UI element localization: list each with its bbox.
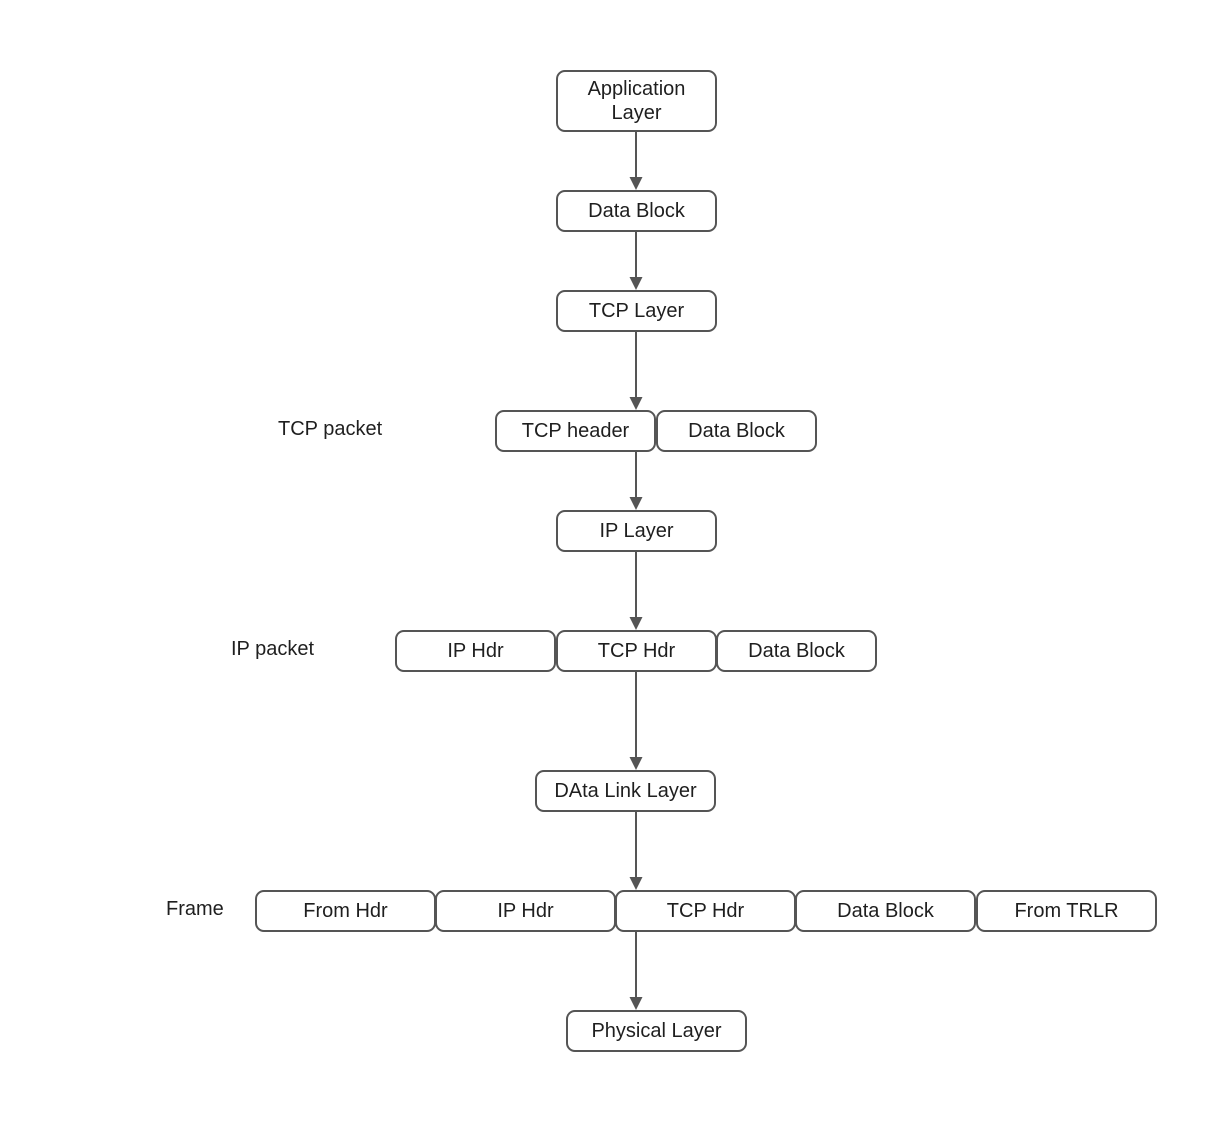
node-tcp-layer[interactable]: TCP Layer bbox=[556, 290, 717, 332]
node-data-link-layer[interactable]: DAta Link Layer bbox=[535, 770, 716, 812]
frame-to-physical-layer-head bbox=[629, 997, 643, 1010]
node-data-block-1[interactable]: Data Block bbox=[556, 190, 717, 232]
caption-frame: Frame bbox=[166, 898, 224, 920]
tcp-packet-to-ip-layer-head bbox=[629, 497, 643, 510]
data-link-to-frame-head bbox=[629, 877, 643, 890]
packet-field[interactable]: From Hdr bbox=[255, 890, 436, 932]
node-ip-layer[interactable]: IP Layer bbox=[556, 510, 717, 552]
packet-field[interactable]: From TRLR bbox=[976, 890, 1157, 932]
node-application-layer[interactable]: Application Layer bbox=[556, 70, 717, 132]
data-block-to-tcp-layer-head bbox=[629, 277, 643, 290]
packet-field[interactable]: TCP header bbox=[495, 410, 656, 452]
application-to-data-block-head bbox=[629, 177, 643, 190]
tcp-layer-to-tcp-packet-head bbox=[629, 397, 643, 410]
packet-field[interactable]: IP Hdr bbox=[395, 630, 556, 672]
packet-field[interactable]: Data Block bbox=[656, 410, 817, 452]
caption-ip-packet: IP packet bbox=[231, 638, 315, 660]
node-physical-layer[interactable]: Physical Layer bbox=[566, 1010, 747, 1052]
packet-field[interactable]: Data Block bbox=[716, 630, 877, 672]
ip-layer-to-ip-packet-head bbox=[629, 617, 643, 630]
packet-field[interactable]: TCP Hdr bbox=[615, 890, 796, 932]
caption-tcp-packet: TCP packet bbox=[278, 418, 383, 440]
packet-field[interactable]: IP Hdr bbox=[435, 890, 616, 932]
packet-field[interactable]: Data Block bbox=[795, 890, 976, 932]
packet-field[interactable]: TCP Hdr bbox=[556, 630, 717, 672]
ip-packet-to-data-link-head bbox=[629, 757, 643, 770]
